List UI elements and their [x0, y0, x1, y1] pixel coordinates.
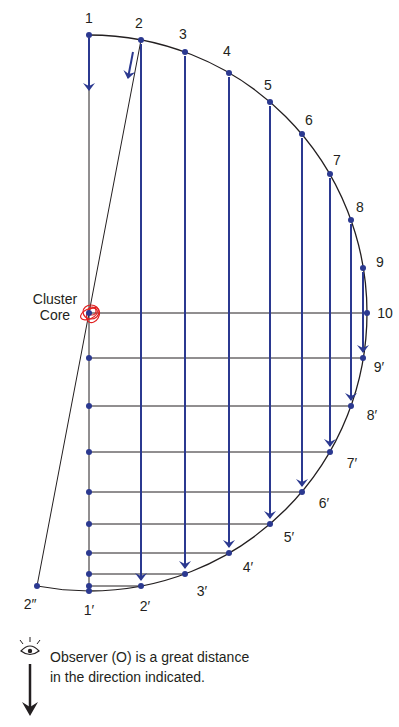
core-label: Cluster Core: [30, 291, 80, 323]
point-label: 8: [356, 199, 364, 215]
point-label: 4′: [243, 559, 253, 575]
point-label: 3: [179, 26, 187, 42]
point-label: 5′: [284, 529, 294, 545]
point-label: 7: [333, 152, 341, 168]
point-label: 2″: [24, 596, 37, 612]
point-label: 2′: [140, 598, 150, 614]
point-label: 10: [377, 305, 393, 321]
point-label: 4: [223, 43, 231, 59]
point-label: 1: [85, 10, 93, 26]
point-label: 2: [135, 15, 143, 31]
point-label: 8′: [367, 407, 377, 423]
point-label: 1′: [84, 602, 94, 618]
cluster-core: [79, 305, 102, 325]
point-label: 7′: [347, 455, 357, 471]
point-label: 9: [376, 254, 384, 270]
point-label: 9′: [374, 359, 384, 375]
observer-note: Observer (O) is a great distance in the …: [50, 647, 257, 687]
point-label: 6: [305, 112, 313, 128]
point-label: 5: [264, 77, 272, 93]
point-label: 3′: [197, 583, 207, 599]
point-label: 6′: [319, 495, 329, 511]
observer-symbol: [20, 637, 40, 716]
